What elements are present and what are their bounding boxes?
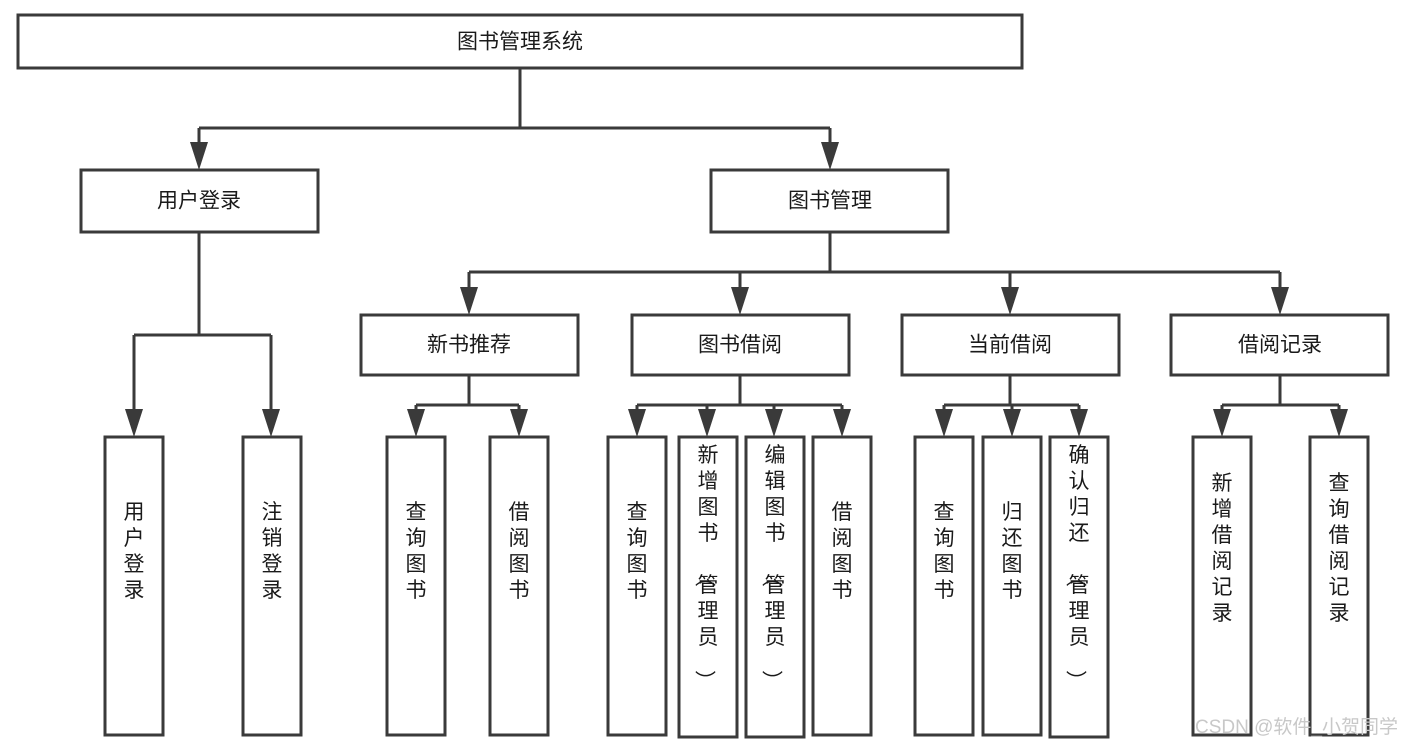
- node-leaf-edit-book-label: 编辑图书（管理员）: [760, 444, 786, 691]
- arrow-to-leaf-borrow-book-2: [833, 409, 851, 437]
- node-new-book-recommend-label: 新书推荐: [427, 334, 511, 357]
- arrow-to-user-login: [190, 142, 208, 170]
- node-leaf-user-login-box[interactable]: [103, 435, 165, 737]
- node-leaf-add-borrow-record-box[interactable]: [1191, 435, 1253, 737]
- node-leaf-confirm-return[interactable]: 确认归还（管理员）: [1048, 435, 1110, 739]
- node-leaf-edit-book-box[interactable]: [744, 435, 806, 739]
- node-book-borrow-label: 图书借阅: [698, 334, 782, 357]
- node-leaf-user-login[interactable]: 用户登录: [103, 435, 165, 737]
- node-borrow-record[interactable]: 借阅记录: [1169, 313, 1390, 377]
- node-leaf-borrow-book-2-label: 借阅图书: [832, 501, 853, 602]
- node-leaf-query-book-1[interactable]: 查询图书: [385, 435, 447, 737]
- node-current-borrow-label: 当前借阅: [968, 334, 1052, 357]
- connector-group-book-borrow-to-leaves: [628, 375, 851, 437]
- node-root-box[interactable]: [16, 13, 1024, 70]
- node-leaf-borrow-book-1-box[interactable]: [488, 435, 550, 737]
- node-leaf-query-borrow-record-label: 查询借阅记录: [1329, 472, 1350, 625]
- node-leaf-add-borrow-record-label: 新增借阅记录: [1212, 472, 1233, 625]
- node-leaf-logout-login-label: 注销登录: [262, 501, 283, 602]
- arrow-to-borrow-record: [1271, 287, 1289, 315]
- node-leaf-borrow-book-1[interactable]: 借阅图书: [488, 435, 550, 737]
- arrow-to-book-borrow: [731, 287, 749, 315]
- node-user-login[interactable]: 用户登录: [79, 168, 320, 234]
- node-leaf-add-book-label: 新增图书（管理员）: [693, 444, 719, 691]
- node-leaf-query-book-2-box[interactable]: [606, 435, 668, 737]
- connector-group-user-login-to-leaves: [125, 232, 280, 437]
- node-current-borrow-box[interactable]: [900, 313, 1121, 377]
- node-leaf-query-book-3[interactable]: 查询图书: [913, 435, 975, 737]
- node-leaf-query-borrow-record-box[interactable]: [1308, 435, 1370, 737]
- connector-group-book-management-to-level2: [460, 232, 1289, 315]
- arrow-to-leaf-edit-book: [765, 409, 783, 437]
- node-leaf-logout-login[interactable]: 注销登录: [241, 435, 303, 737]
- connector-group-current-borrow-to-leaves: [935, 375, 1088, 437]
- node-borrow-record-box[interactable]: [1169, 313, 1390, 377]
- node-leaf-confirm-return-label: 确认归还（管理员）: [1064, 444, 1090, 691]
- arrow-to-leaf-add-book: [698, 409, 716, 437]
- node-book-management[interactable]: 图书管理: [709, 168, 950, 234]
- arrow-to-leaf-add-borrow-record: [1213, 409, 1231, 437]
- arrow-to-leaf-borrow-book-1: [510, 409, 528, 437]
- node-root[interactable]: 图书管理系统: [16, 13, 1024, 70]
- node-leaf-query-book-3-label: 查询图书: [934, 501, 955, 602]
- arrow-to-current-borrow: [1001, 287, 1019, 315]
- node-leaf-query-book-1-label: 查询图书: [406, 501, 427, 602]
- node-current-borrow[interactable]: 当前借阅: [900, 313, 1121, 377]
- node-root-label: 图书管理系统: [457, 31, 583, 54]
- node-leaf-return-book-label: 归还图书: [1002, 501, 1023, 602]
- connector-group-root-to-level1: [190, 68, 839, 170]
- node-leaf-logout-login-box[interactable]: [241, 435, 303, 737]
- arrow-to-leaf-query-book-2: [628, 409, 646, 437]
- node-leaf-return-book-box[interactable]: [981, 435, 1043, 737]
- node-leaf-borrow-book-1-label: 借阅图书: [509, 501, 530, 602]
- node-leaf-edit-book[interactable]: 编辑图书（管理员）: [744, 435, 806, 739]
- arrow-to-leaf-return-book: [1003, 409, 1021, 437]
- node-borrow-record-label: 借阅记录: [1238, 334, 1322, 357]
- arrow-to-leaf-query-borrow-record: [1330, 409, 1348, 437]
- arrow-to-leaf-logout-login: [262, 409, 280, 437]
- node-leaf-confirm-return-box[interactable]: [1048, 435, 1110, 739]
- node-leaf-add-book[interactable]: 新增图书（管理员）: [677, 435, 739, 739]
- connector-group-borrow-record-to-leaves: [1213, 375, 1348, 437]
- node-leaf-query-book-3-box[interactable]: [913, 435, 975, 737]
- csdn-watermark: CSDN @软件_小贺同学: [1195, 716, 1398, 738]
- node-leaf-borrow-book-2[interactable]: 借阅图书: [811, 435, 873, 737]
- node-user-login-box[interactable]: [79, 168, 320, 234]
- node-new-book-recommend-box[interactable]: [359, 313, 580, 377]
- connector-group-new-book-recommend-to-leaves: [407, 375, 528, 437]
- arrow-to-leaf-user-login: [125, 409, 143, 437]
- node-book-management-box[interactable]: [709, 168, 950, 234]
- node-leaf-add-borrow-record[interactable]: 新增借阅记录: [1191, 435, 1253, 737]
- node-leaf-query-borrow-record[interactable]: 查询借阅记录: [1308, 435, 1370, 737]
- node-leaf-query-book-1-box[interactable]: [385, 435, 447, 737]
- node-leaf-query-book-2[interactable]: 查询图书: [606, 435, 668, 737]
- arrow-to-leaf-query-book-3: [935, 409, 953, 437]
- arrow-to-leaf-confirm-return: [1070, 409, 1088, 437]
- node-leaf-query-book-2-label: 查询图书: [627, 501, 648, 602]
- arrow-to-book-management: [821, 142, 839, 170]
- node-book-borrow-box[interactable]: [630, 313, 851, 377]
- arrow-to-leaf-query-book-1: [407, 409, 425, 437]
- node-leaf-add-book-box[interactable]: [677, 435, 739, 739]
- node-leaf-return-book[interactable]: 归还图书: [981, 435, 1043, 737]
- node-leaf-borrow-book-2-box[interactable]: [811, 435, 873, 737]
- node-leaf-user-login-label: 用户登录: [124, 501, 145, 602]
- node-new-book-recommend[interactable]: 新书推荐: [359, 313, 580, 377]
- node-user-login-label: 用户登录: [157, 190, 241, 213]
- arrow-to-new-book-recommend: [460, 287, 478, 315]
- node-book-borrow[interactable]: 图书借阅: [630, 313, 851, 377]
- node-book-management-label: 图书管理: [788, 190, 872, 213]
